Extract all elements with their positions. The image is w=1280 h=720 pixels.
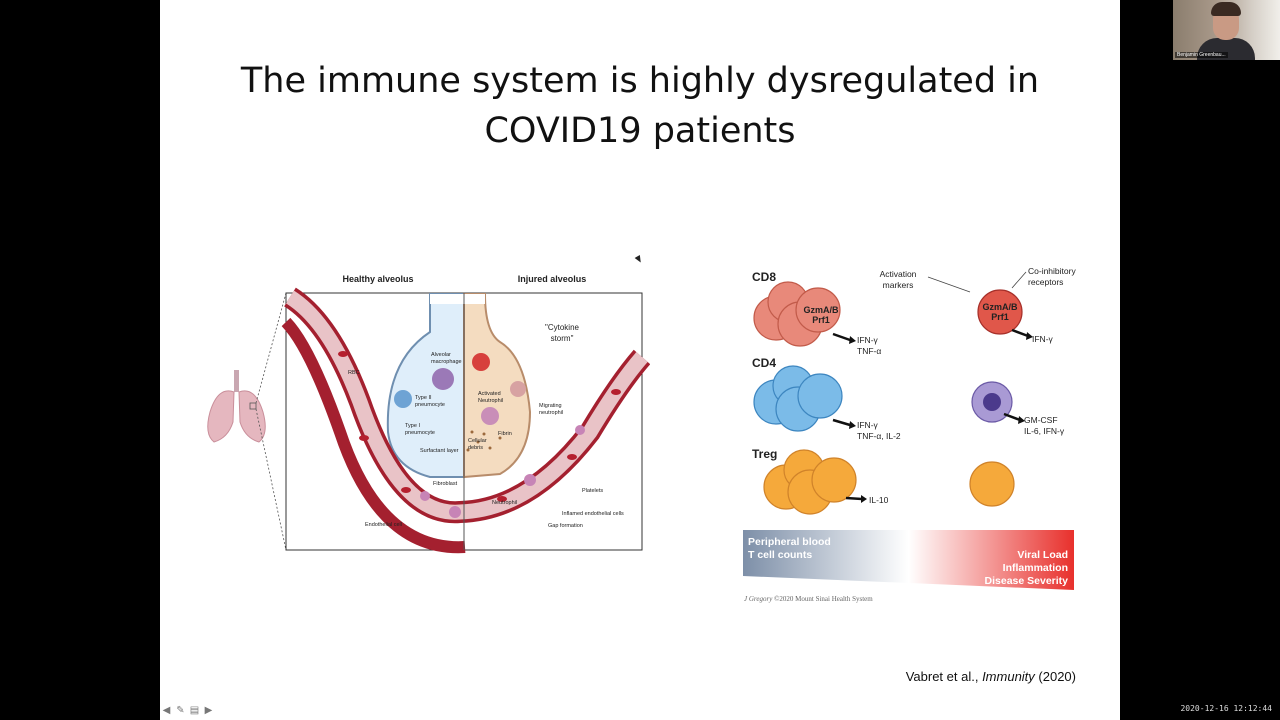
treg-label: Treg [752,447,777,461]
activated-neutrophil-label-1: Activated [478,391,501,397]
endothelial-label: Endothelial cell [365,522,402,528]
activated-neutrophil-label-2: Neutrophil [478,398,503,404]
citation-authors: Vabret et al., [905,669,983,684]
gradient-left-label-2: T cell counts [748,549,812,561]
inflamed-endothelial-label: Inflamed endothelial cells [562,511,624,517]
cd8-gzm-label: GzmA/B [803,305,839,315]
platelets-label: Platelets [582,488,603,494]
slide-title-line-2: COVID19 patients [484,111,796,151]
figure-credit: J Gregory ©2020 Mount Sinai Health Syste… [744,595,873,603]
exhausted-cd4-output-2: IL-6, IFN-γ [1024,426,1065,436]
type1-label-2: pneumocyte [405,430,435,436]
severity-gradient-bar [743,530,1074,590]
citation-year: (2020) [1034,669,1076,684]
menu-icon[interactable]: ▤ [189,705,200,716]
gradient-right-label-1: Viral Load [1017,549,1068,561]
alveolar-macrophage-label-1: Alveolar [431,352,451,358]
exhausted-cd4-output-1: GM-CSF [1024,415,1058,425]
timestamp: 2020-12-16 12:12:44 [1180,704,1272,713]
alveolus-figure: Healthy alveolus Injured alveolus RB [207,274,650,554]
treg-cells [763,449,857,515]
cd4-cells [753,365,843,432]
gradient-right-label-2: Inflammation [1003,562,1068,574]
cd4-output-2: TNF-α, IL-2 [857,431,901,441]
participant-name: Benjamin Greenbau... [1175,52,1228,58]
exhausted-cd8-output: IFN-γ [1032,334,1054,344]
activation-markers-label-1: Activation [880,269,917,279]
rbc-label: RBC [348,370,360,376]
migrating-neutrophil-label-2: neutrophil [539,410,563,416]
exhausted-prf-label: Prf1 [991,312,1009,322]
slide-nav-controls[interactable]: ◀ ✎ ▤ ▶ [161,705,214,716]
cd8-prf-label: Prf1 [812,315,830,325]
exhausted-gzm-label: GzmA/B [982,302,1018,312]
treg-output: IL-10 [869,495,889,505]
exhausted-cd8-cell [977,289,1023,335]
migrating-neutrophil-label-1: Migrating [539,403,562,409]
type2-label-1: Type II [415,395,432,401]
figure-credit-name: J Gregory [744,595,773,603]
citation-journal: Immunity [982,669,1035,684]
slide-title-line-1: The immune system is highly dysregulated… [240,61,1040,101]
cd8-label: CD8 [752,270,776,284]
cd8-output-2: TNF-α [857,346,881,356]
neutrophil-label: Neutrophil [492,500,517,506]
fibrin-label: Fibrin [498,431,512,437]
healthy-alveolus-label: Healthy alveolus [342,274,413,284]
cd8-output-1: IFN-γ [857,335,879,345]
coinhibitory-label-1: Co-inhibitory [1028,266,1076,276]
gradient-right-label-3: Disease Severity [985,575,1069,587]
cytokine-storm-label-1: "Cytokine [545,323,580,332]
cytokine-storm-label-2: storm" [551,334,574,343]
tcell-figure: CD8 CD4 Treg GzmA/B Prf1 IFN-γ TNF-α Gzm… [743,266,1076,603]
cellular-debris-label-2: debris [468,445,483,451]
cd4-label: CD4 [752,356,776,370]
treg-single-cell [969,461,1015,507]
activation-markers-label-2: markers [883,280,914,290]
type1-label-1: Type I [405,423,420,429]
fibroblast-label: Fibroblast [433,481,458,487]
presentation-slide: The immune system is highly dysregulated… [160,0,1120,720]
type2-label-2: pneumocyte [415,402,445,408]
lungs-icon [207,370,266,443]
slide-title: The immune system is highly dysregulated… [160,56,1120,156]
coinhibitory-label-2: receptors [1028,277,1063,287]
surfactant-label: Surfactant layer [420,448,459,454]
webcam-thumbnail[interactable]: Benjamin Greenbau... [1173,0,1280,60]
citation: Vabret et al., Immunity (2020) [906,669,1076,684]
injured-alveolus-label: Injured alveolus [518,274,587,284]
cd8-cells [753,281,841,347]
gap-formation-label: Gap formation [548,523,583,529]
next-arrow-icon[interactable]: ▶ [204,705,213,716]
cellular-debris-label-1: Cellular [468,438,487,444]
cd4-output-1: IFN-γ [857,420,879,430]
pen-icon[interactable]: ✎ [176,705,185,716]
alveolar-macrophage-label-2: macrophage [431,359,462,365]
gradient-left-label-1: Peripheral blood [748,536,831,548]
previous-arrow-icon[interactable]: ◀ [162,705,171,716]
figure-credit-rest: ©2020 Mount Sinai Health System [772,595,873,603]
